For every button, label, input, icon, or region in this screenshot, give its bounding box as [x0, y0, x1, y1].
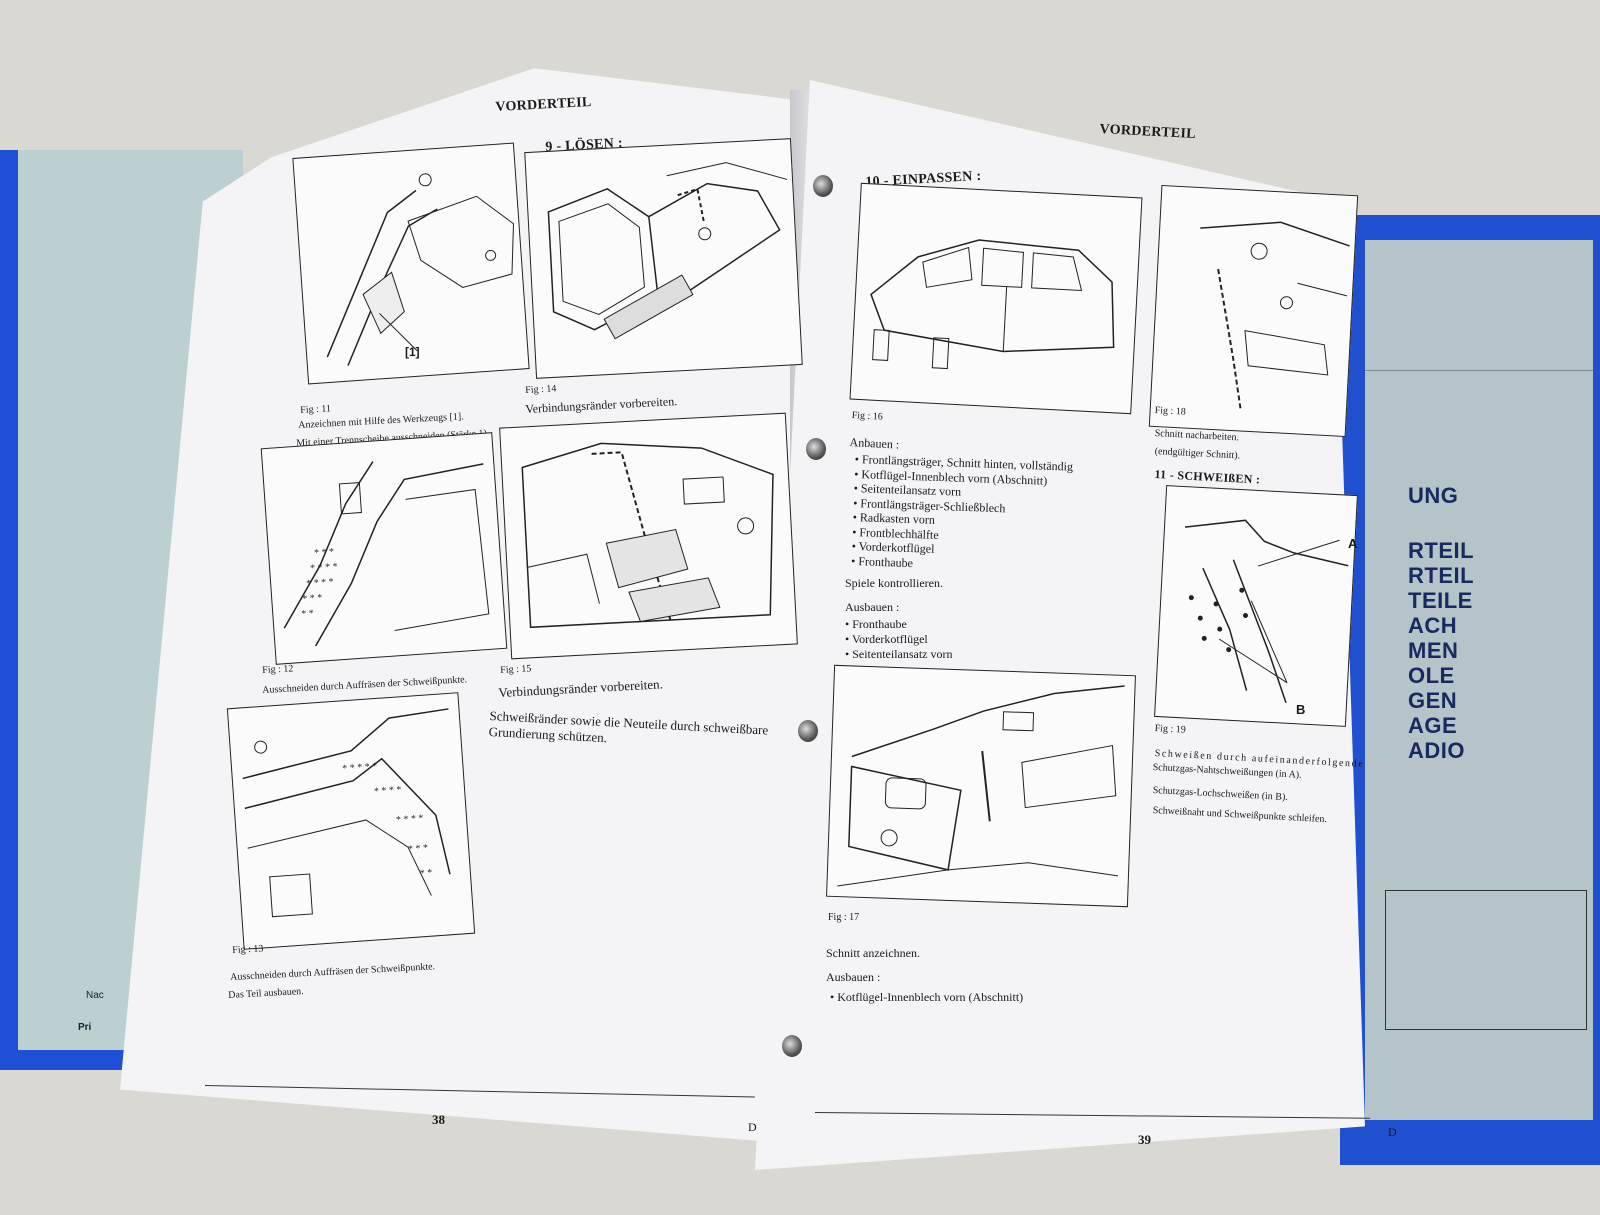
right-page-header: VORDERTEIL [1099, 122, 1197, 143]
cover-word-6: MEN [1408, 638, 1459, 663]
left-page-number: 38 [432, 1112, 445, 1127]
anbauen-title: Anbauen : [849, 435, 900, 452]
svg-text:* * * * *: * * * * * [342, 761, 378, 774]
figure-18-drawing [1200, 221, 1350, 411]
figure-14-label: Fig : 14 [525, 383, 557, 396]
figure-14-drawing [547, 162, 788, 340]
ausbauen-list: Fronthaube Vorderkotflügel Seitenteilans… [845, 617, 953, 662]
cover-box [1385, 890, 1587, 1030]
cover-word-7: OLE [1408, 663, 1455, 688]
figure-13-label: Fig : 13 [232, 943, 264, 956]
figure-12-drawing: * * * * * * * * * * * * * * * * [283, 461, 490, 647]
figure-15-label: Fig : 15 [500, 663, 532, 676]
cover-word-2: RTEIL [1408, 538, 1475, 563]
svg-text:* * *: * * * [408, 843, 429, 855]
anbauen-list: Frontlängsträger, Schnitt hinten, vollst… [851, 452, 1073, 576]
list-item: Seitenteilansatz vorn [845, 647, 952, 662]
ausbauen2-title: Ausbauen : [826, 970, 881, 984]
callout-b-arrow [1218, 638, 1288, 684]
svg-text:* * *: * * * [314, 547, 335, 559]
callout-a-arrow [1257, 539, 1340, 567]
svg-text:* * * *: * * * * [396, 813, 424, 826]
list-item: Fronthaube [845, 617, 953, 632]
right-page-number: 39 [1138, 1132, 1151, 1147]
figure-11 [292, 142, 530, 385]
spiele-text: Spiele kontrollieren. [845, 576, 943, 590]
figure-11-label: Fig : 11 [300, 403, 332, 416]
figure-17 [826, 664, 1136, 908]
cover-left-text-2: Pri [78, 1022, 92, 1033]
cover-word-3: RTEIL [1408, 563, 1475, 588]
binder-ring [813, 175, 833, 197]
figure-11-callout: [1] [405, 345, 420, 359]
figure-16-drawing [870, 239, 1115, 370]
figure-16-label: Fig : 16 [851, 410, 884, 423]
figure-17-drawing [837, 685, 1125, 887]
cover-word-10: ADIO [1408, 738, 1465, 763]
svg-text:* * *: * * * [302, 592, 323, 604]
figure-16 [849, 182, 1143, 415]
figure-17-label: Fig : 17 [828, 912, 860, 923]
svg-text:* * * *: * * * * [310, 561, 338, 574]
figure-18-label: Fig : 18 [1154, 405, 1187, 418]
binder-ring [782, 1035, 802, 1057]
figure-13-drawing: * * * * * * * * * * * * * * * * * * [242, 708, 451, 918]
binder-ring [798, 720, 818, 742]
right-page-code: D [1388, 1125, 1397, 1139]
figure-19-drawing [1184, 519, 1349, 703]
figure-19 [1154, 485, 1358, 727]
figure-12-label: Fig : 12 [262, 663, 294, 676]
figure-17-caption: Schnitt anzeichnen. [826, 946, 920, 960]
figure-12: * * * * * * * * * * * * * * * * [260, 432, 508, 665]
figure-11-drawing [326, 173, 514, 366]
cover-divider [1365, 370, 1593, 371]
ausbauen2-list: Kotflügel-Innenblech vorn (Abschnitt) [830, 990, 1023, 1005]
figure-19-label: Fig : 19 [1154, 723, 1187, 736]
figure-19-callout-b: B [1296, 702, 1306, 717]
cover-word-4: TEILE [1408, 588, 1473, 613]
figure-14 [524, 138, 803, 379]
cover-word-8: GEN [1408, 688, 1458, 713]
ausbauen-title: Ausbauen : [845, 600, 900, 614]
svg-text:* * * *: * * * * [374, 784, 402, 797]
left-page-code: D [748, 1120, 757, 1134]
svg-text:* * * *: * * * * [306, 577, 334, 590]
figure-18 [1148, 185, 1359, 437]
svg-text:* *: * * [419, 867, 432, 879]
list-item: Vorderkotflügel [845, 632, 953, 647]
binder-ring [806, 438, 826, 460]
figure-13: * * * * * * * * * * * * * * * * * * [226, 692, 476, 950]
svg-text:* *: * * [301, 608, 314, 620]
cover-word-1: UNG [1408, 483, 1459, 508]
figure-15 [499, 412, 798, 660]
list-item: Kotflügel-Innenblech vorn (Abschnitt) [830, 990, 1023, 1005]
binder-cover-right [1365, 240, 1593, 1120]
cover-left-text-1: Nac [86, 990, 104, 1001]
figure-19-callout-a: A [1348, 536, 1358, 551]
cover-word-5: ACH [1408, 613, 1458, 638]
cover-word-9: AGE [1408, 713, 1458, 738]
figure-15-drawing [521, 442, 774, 629]
